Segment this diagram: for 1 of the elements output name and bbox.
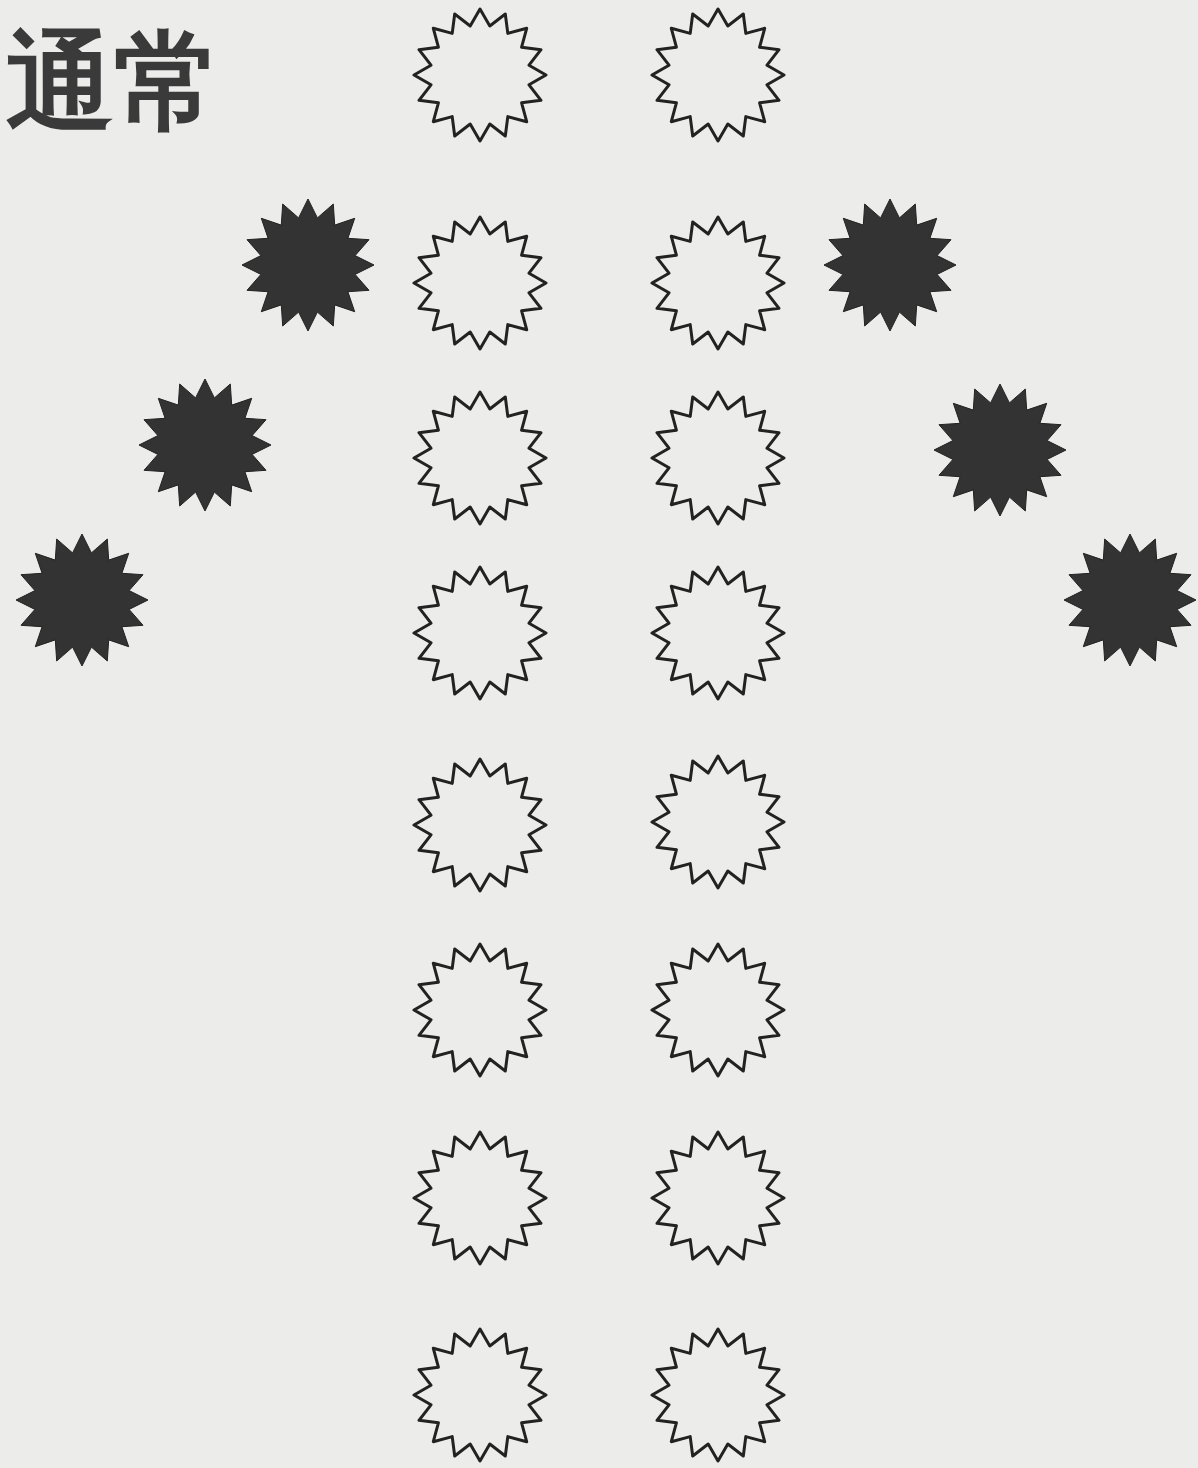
title: 通常 [6, 22, 222, 142]
